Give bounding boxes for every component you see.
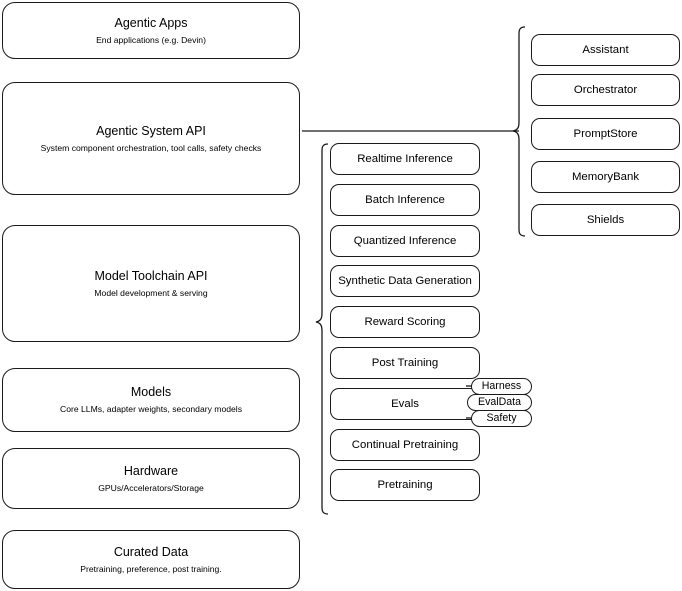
layer-title: Agentic Apps: [114, 15, 188, 30]
stack-layer-curated-data[interactable]: Curated Data Pretraining, preference, po…: [2, 530, 300, 589]
system-component-orchestrator[interactable]: Orchestrator: [531, 74, 680, 106]
capability-label: Pretraining: [377, 479, 433, 491]
layer-subtitle: Pretraining, preference, post training.: [80, 563, 222, 574]
layer-subtitle: End applications (e.g. Devin): [96, 34, 206, 45]
capability-realtime-inference[interactable]: Realtime Inference: [330, 143, 480, 175]
system-component-assistant[interactable]: Assistant: [531, 34, 680, 66]
capability-label: Synthetic Data Generation: [338, 275, 472, 287]
system-components-bracket: [512, 26, 526, 237]
system-component-label: Orchestrator: [573, 84, 638, 96]
capability-label: Realtime Inference: [357, 153, 453, 165]
system-component-shields[interactable]: Shields: [531, 204, 680, 236]
stack-layer-agentic-apps[interactable]: Agentic Apps End applications (e.g. Devi…: [2, 2, 300, 59]
capability-label: Continual Pretraining: [351, 439, 459, 451]
stack-layer-model-toolchain-api[interactable]: Model Toolchain API Model development & …: [2, 225, 300, 342]
capability-label: Quantized Inference: [353, 235, 457, 247]
capability-synthetic-data-generation[interactable]: Synthetic Data Generation: [330, 265, 480, 297]
capability-label: Batch Inference: [365, 194, 445, 206]
evals-tag-label: EvalData: [478, 396, 521, 408]
evals-tag-safety[interactable]: Safety: [471, 410, 532, 427]
layer-title: Models: [130, 385, 172, 399]
layer-subtitle: Model development & serving: [94, 287, 208, 298]
toolchain-capabilities-bracket: [315, 143, 329, 515]
system-component-promptstore[interactable]: PromptStore: [531, 118, 680, 150]
layer-title: Hardware: [123, 463, 179, 478]
evals-tag-label: Harness: [481, 380, 522, 392]
evals-tag-evaldata[interactable]: EvalData: [467, 394, 532, 411]
system-component-label: Assistant: [582, 44, 629, 56]
capability-quantized-inference[interactable]: Quantized Inference: [330, 225, 480, 257]
evals-tag-label: Safety: [486, 412, 517, 424]
capability-post-training[interactable]: Post Training: [330, 347, 480, 379]
capability-pretraining[interactable]: Pretraining: [330, 469, 480, 501]
stack-layer-agentic-system-api[interactable]: Agentic System API System component orch…: [2, 82, 300, 195]
capability-label: Reward Scoring: [364, 316, 446, 328]
system-component-label: Shields: [586, 214, 625, 226]
layer-title: Agentic System API: [96, 123, 206, 138]
layer-title: Model Toolchain API: [94, 268, 208, 283]
capability-evals[interactable]: Evals: [330, 388, 480, 420]
capability-reward-scoring[interactable]: Reward Scoring: [330, 306, 480, 338]
layer-subtitle: System component orchestration, tool cal…: [40, 142, 262, 153]
capability-continual-pretraining[interactable]: Continual Pretraining: [330, 429, 480, 461]
system-component-label: PromptStore: [573, 128, 638, 140]
system-component-memorybank[interactable]: MemoryBank: [531, 161, 680, 193]
layer-subtitle: Core LLMs, adapter weights, secondary mo…: [60, 404, 242, 414]
stack-layer-models[interactable]: Models Core LLMs, adapter weights, secon…: [2, 368, 300, 432]
stack-layer-hardware[interactable]: Hardware GPUs/Accelerators/Storage: [2, 448, 300, 509]
layer-title: Curated Data: [113, 544, 189, 559]
evals-tag-harness[interactable]: Harness: [471, 378, 532, 395]
system-component-label: MemoryBank: [571, 171, 640, 183]
capability-label: Post Training: [371, 357, 439, 369]
layer-subtitle: GPUs/Accelerators/Storage: [98, 482, 204, 493]
capability-batch-inference[interactable]: Batch Inference: [330, 184, 480, 216]
capability-label: Evals: [391, 398, 419, 410]
